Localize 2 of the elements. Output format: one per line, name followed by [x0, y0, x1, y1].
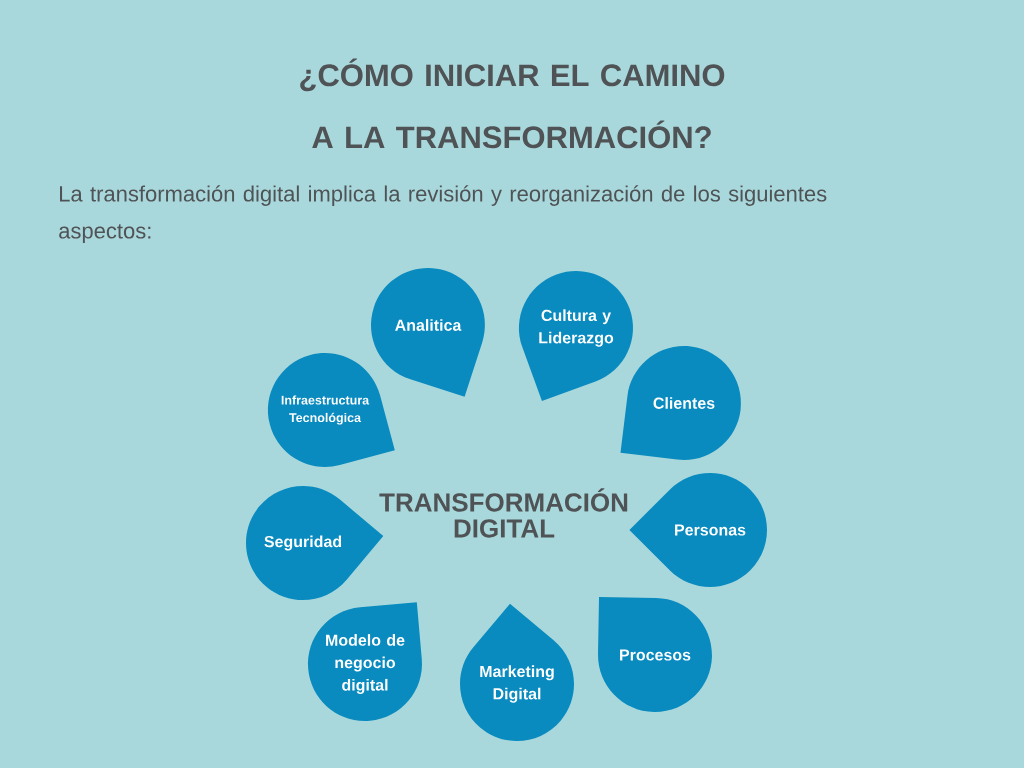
title: ¿CÓMO INICIAR EL CAMINO A LA TRANSFORMACIÓN?: [300, 58, 725, 149]
intro-text: La transformación digital implica la revisión y reorganización de los siguientes aspectos:: [59, 185, 827, 243]
